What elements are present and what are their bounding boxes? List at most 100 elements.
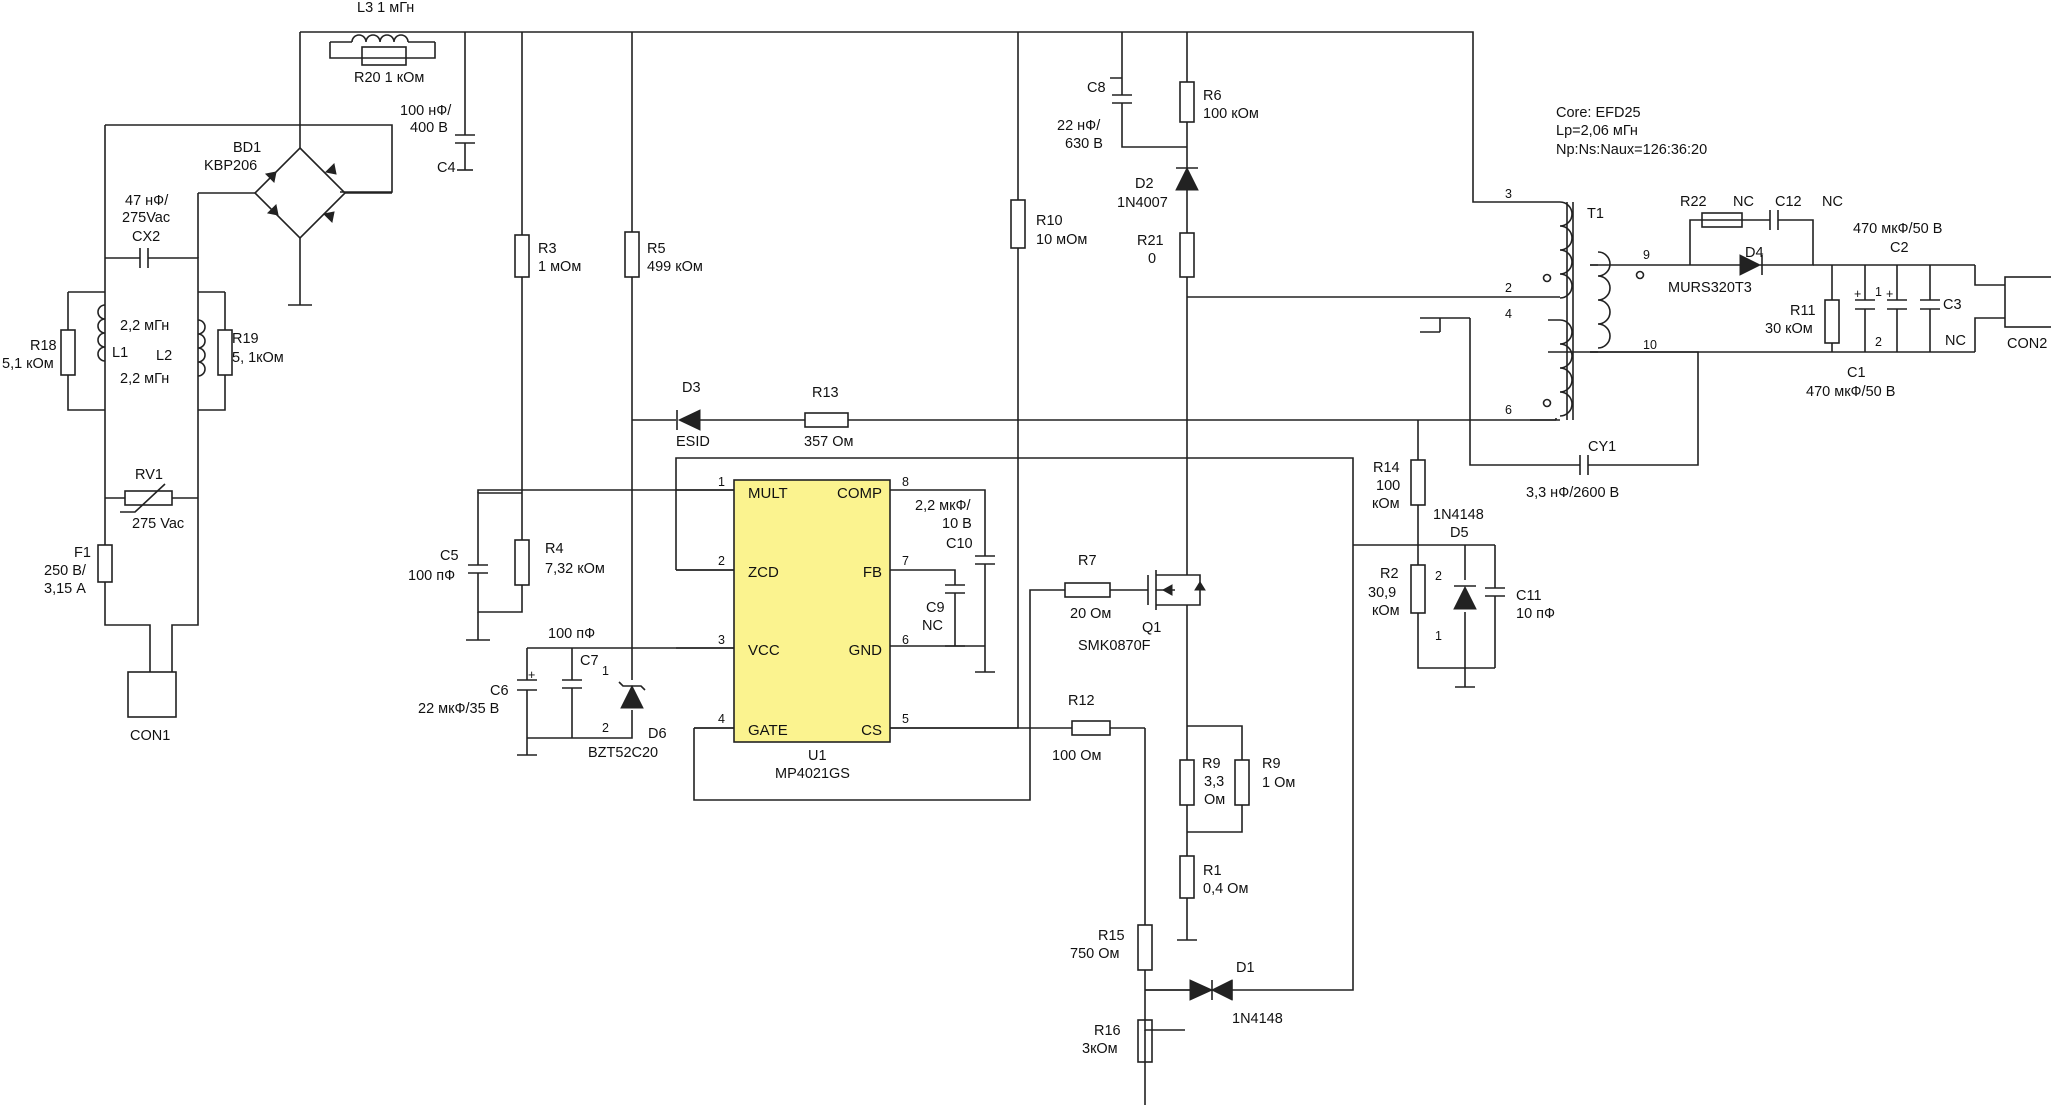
label-R9a-val1: 3,3 [1204,774,1224,790]
ic-pin-number: 7 [902,554,909,568]
label-CX2-val2: 275Vac [122,210,170,226]
label-D6-p1: 1 [602,664,609,678]
label-R14: R14 [1373,460,1400,476]
ic-pin-number: 8 [902,475,909,489]
ic-pin-name: GATE [748,722,788,739]
label-C4-val1: 100 нФ/ [400,103,452,119]
label-D5: D5 [1450,525,1469,541]
label-C11-val: 10 пФ [1516,606,1555,622]
label-R9a-val2: Ом [1204,792,1225,808]
ic-pin-name: MULT [748,485,788,502]
label-R11-val: 30 кОм [1765,321,1813,337]
label-RV1-val: 275 Vac [132,516,184,532]
ic-body [733,479,891,743]
resistor-R4 [514,539,530,586]
label-R2-val1: 30,9 [1368,585,1396,601]
ic-pin-name: FB [863,564,882,581]
label-R16: R16 [1094,1023,1121,1039]
resistor-R1 [1179,855,1195,899]
label-T1-pin: 2 [1505,281,1512,295]
label-D6-part: BZT52C20 [588,745,658,761]
label-T1-pin: 4 [1505,307,1512,321]
capacitor-C7 [562,679,582,695]
label-L3: L3 1 мГн [357,0,414,16]
plus-icon: + [1886,287,1893,301]
label-R6-val: 100 кОм [1203,106,1259,122]
label-R12-val: 100 Ом [1052,748,1101,764]
label-R13: R13 [812,385,839,401]
ic-pin-number: 4 [718,712,725,726]
label-C8: C8 [1087,80,1106,96]
label-T1-ratio: Np:Ns:Naux=126:36:20 [1556,142,1707,158]
label-R18: R18 [30,338,57,354]
label-C4-val2: 400 В [410,120,448,136]
label-R10: R10 [1036,213,1063,229]
capacitor-C6 [517,679,537,710]
capacitor-CX2 [139,248,160,268]
label-CON2: CON2 [2007,336,2047,352]
capacitor-C3 [1920,299,1940,318]
label-C1-p2: 2 [1875,335,1882,349]
mosfet-Q1 [1147,562,1206,610]
label-D2: D2 [1135,176,1154,192]
plus-icon: + [528,668,535,682]
label-C5: C5 [440,548,459,564]
label-R9b-val: 1 Ом [1262,775,1295,791]
ic-pin-name: COMP [837,485,882,502]
resistor-R9a [1179,759,1195,806]
label-F1-val1: 250 В/ [44,563,87,579]
label-C9-val: NC [922,618,943,634]
label-D4-part: MURS320T3 [1668,280,1752,296]
label-D3-part: ESID [676,434,710,450]
capacitor-C12 [1769,210,1790,230]
label-C1: C1 [1847,365,1866,381]
ic-pin-number: 5 [902,712,909,726]
fuse-F1 [97,544,113,583]
label-C10-val1: 2,2 мкФ/ [915,498,972,514]
resistor-R21 [1179,232,1195,278]
resistor-R11 [1824,299,1840,344]
label-C6: C6 [490,683,509,699]
label-R4-val: 7,32 кОм [545,561,605,577]
varistor-RV1 [120,483,173,513]
label-L1-val-a: 2,2 мГн [120,318,169,334]
label-CON1: CON1 [130,728,170,744]
label-BD1-part: KBP206 [204,158,257,174]
label-R21-val: 0 [1148,251,1156,267]
label-R5: R5 [647,241,666,257]
label-R7: R7 [1078,553,1097,569]
label-Q1-part: SMK0870F [1078,638,1151,654]
inductor-L3 [330,34,435,43]
label-R3: R3 [538,241,557,257]
component-labels: L3 1 мГн R20 1 кОм 100 нФ/ 400 В C4 BD1 … [2,0,2047,1057]
label-D6: D6 [648,726,667,742]
ic-U1: MULT ZCD VCC GATE COMP FB GND CS 1 2 3 4… [676,475,909,782]
label-CY1: CY1 [1588,439,1616,455]
label-D3: D3 [682,380,701,396]
label-C3: C3 [1943,297,1962,313]
label-T1: T1 [1587,206,1604,222]
label-D1-part: 1N4148 [1232,1011,1283,1027]
ic-pin-name: CS [861,722,882,739]
label-C5-val: 100 пФ [408,568,455,584]
label-C11: C11 [1516,588,1542,604]
label-D5-p1: 1 [1435,629,1442,643]
label-R5-val: 499 кОм [647,259,703,275]
diode-D2 [1175,147,1199,198]
resistor-R18 [60,329,76,376]
label-RV1: RV1 [135,467,163,483]
capacitor-C10 [975,555,995,570]
label-R22-val: NC [1733,194,1754,210]
label-C2: C2 [1890,240,1909,256]
label-C1-p1: 1 [1875,285,1882,299]
inductor-L1 [97,304,106,362]
label-F1: F1 [74,545,91,561]
label-T1-lp: Lp=2,06 мГн [1556,123,1638,139]
label-CX2-val1: 47 нФ/ [125,193,169,209]
resistor-R9b [1234,759,1250,806]
label-R14-val1: 100 [1376,478,1400,494]
label-C8-val2: 630 В [1065,136,1103,152]
resistor-R3 [514,234,530,278]
label-R3-val: 1 мОм [538,259,581,275]
